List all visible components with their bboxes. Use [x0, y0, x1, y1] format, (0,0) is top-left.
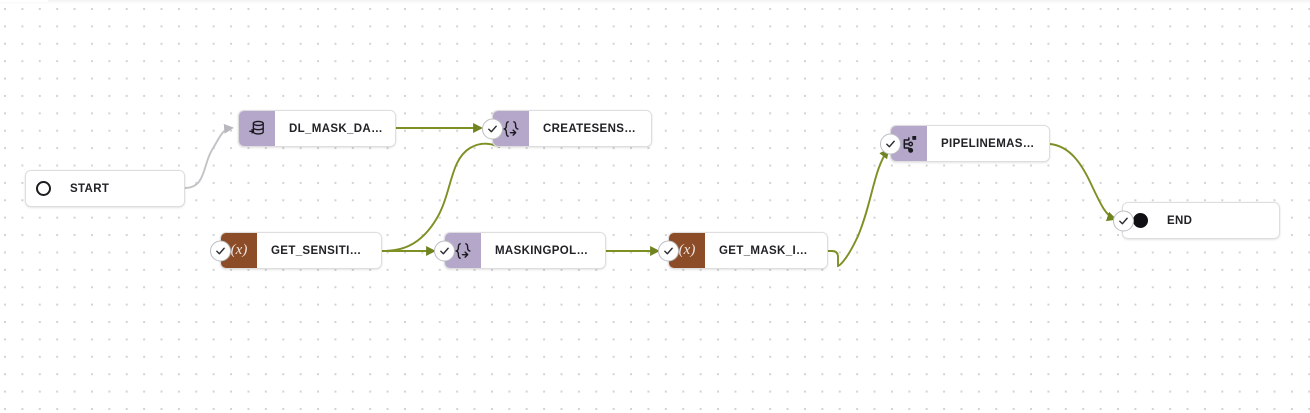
node-get-mask-i-body: GET_MASK_I… — [705, 233, 827, 268]
node-get-sensiti-label: GET_SENSITI… — [271, 244, 362, 257]
node-start[interactable]: START — [25, 170, 185, 207]
node-pipelinemas-icon-slot — [880, 126, 927, 161]
node-end-body: END — [1157, 203, 1279, 238]
node-maskingpol-body: MASKINGPOL… — [481, 233, 605, 268]
start-node-icon-slot — [26, 171, 60, 206]
node-createsens-icon-slot — [482, 111, 529, 146]
node-maskingpol-label: MASKINGPOL… — [495, 244, 589, 257]
node-get-sensiti[interactable]: (x) GET_SENSITI… — [210, 232, 382, 269]
node-maskingpol-icon-slot — [434, 233, 481, 268]
canvas-top-divider — [0, 0, 1310, 4]
check-icon — [488, 125, 497, 132]
check-icon — [886, 140, 895, 147]
status-badge-success — [210, 240, 231, 261]
node-pipelinemas[interactable]: PIPELINEMAS… — [880, 125, 1050, 162]
edge-pipelinemas-to-end — [1049, 143, 1117, 222]
status-badge-success — [658, 240, 679, 261]
check-icon — [1119, 217, 1128, 224]
node-dl-mask-da[interactable]: DL_MASK_DA… — [238, 110, 396, 147]
database-icon — [248, 120, 264, 135]
node-end-label: END — [1167, 214, 1193, 227]
node-pipelinemas-body: PIPELINEMAS… — [927, 126, 1049, 161]
script-arrow-icon — [503, 120, 519, 137]
node-start-body: START — [60, 171, 184, 206]
node-end-icon-slot — [1113, 203, 1157, 238]
node-dl-mask-da-body: DL_MASK_DA… — [275, 111, 395, 146]
circle-filled-icon — [1132, 213, 1148, 228]
node-get-sensiti-icon-slot: (x) — [210, 233, 257, 268]
variable-x-icon: (x) — [678, 242, 696, 258]
status-badge-success — [434, 240, 455, 261]
node-get-mask-i-icon-slot: (x) — [658, 233, 705, 268]
check-icon — [216, 247, 225, 254]
node-get-mask-i-label: GET_MASK_I… — [719, 244, 808, 257]
node-dl-mask-da-icon-slot — [239, 111, 275, 146]
variable-x-icon: (x) — [230, 242, 248, 258]
node-createsens-label: CREATESENS… — [543, 122, 637, 135]
check-icon — [440, 247, 449, 254]
edge-get-mask-to-pipelinemas — [828, 148, 890, 268]
node-get-sensiti-body: GET_SENSITI… — [257, 233, 381, 268]
edge-start-to-dl-mask — [184, 123, 234, 189]
node-get-mask-i[interactable]: (x) GET_MASK_I… — [658, 232, 828, 269]
node-createsens[interactable]: CREATESENS… — [482, 110, 652, 147]
node-pipelinemas-label: PIPELINEMAS… — [941, 137, 1035, 150]
status-badge-success — [482, 118, 503, 139]
node-maskingpol[interactable]: MASKINGPOL… — [434, 232, 606, 269]
pipeline-branch-icon — [903, 135, 917, 153]
circle-outline-icon — [35, 181, 51, 196]
node-start-label: START — [70, 182, 110, 195]
node-dl-mask-da-label: DL_MASK_DA… — [289, 122, 383, 135]
node-end[interactable]: END — [1113, 202, 1280, 239]
script-arrow-icon — [455, 242, 471, 259]
check-icon — [664, 247, 673, 254]
status-badge-success — [880, 133, 901, 154]
status-badge-success — [1113, 210, 1134, 231]
node-createsens-body: CREATESENS… — [529, 111, 651, 146]
